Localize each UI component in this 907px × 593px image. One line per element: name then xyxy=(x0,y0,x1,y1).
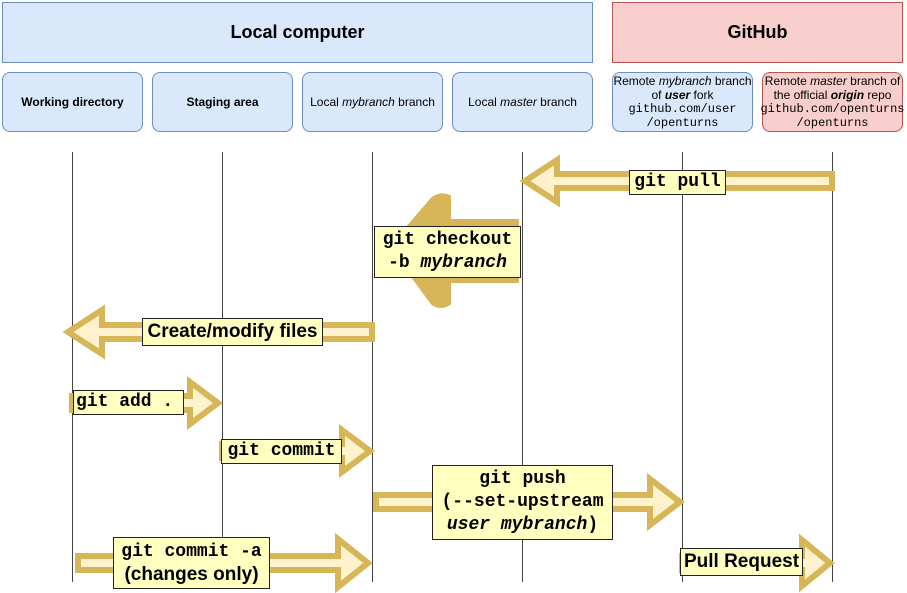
lane-local-mybranch xyxy=(372,152,373,582)
remote-fork-url2: /openturns xyxy=(646,116,719,130)
checkout-line1: git checkout xyxy=(382,230,513,250)
staging-area-label: Staging area xyxy=(186,95,259,109)
label-git-add: git add . xyxy=(73,390,184,415)
lane-staging-area xyxy=(222,152,223,582)
local-master-label: Local master branch xyxy=(468,95,577,109)
label-git-pull: git pull xyxy=(629,170,726,195)
staging-area-box: Staging area xyxy=(152,72,293,132)
push-line3: user mybranch) xyxy=(446,515,599,535)
working-directory-box: Working directory xyxy=(2,72,143,132)
lane-remote-fork xyxy=(682,152,683,582)
remote-fork-box: Remote mybranch branch of user fork gith… xyxy=(612,72,753,132)
label-git-commit-a: git commit -a (changes only) xyxy=(113,537,270,589)
remote-origin-line2: the official origin repo xyxy=(773,88,892,102)
remote-origin-line1: Remote master branch of xyxy=(764,74,901,88)
local-mybranch-label: Local mybranch branch xyxy=(310,95,435,109)
commit-a-line1: git commit -a xyxy=(121,541,262,562)
working-directory-label: Working directory xyxy=(21,95,124,109)
lane-working-directory xyxy=(72,152,73,582)
remote-origin-box: Remote master branch of the official ori… xyxy=(760,72,905,132)
push-line1: git push xyxy=(479,469,566,489)
local-master-box: Local master branch xyxy=(452,72,593,132)
label-create-modify-files: Create/modify files xyxy=(142,318,323,346)
lane-remote-origin xyxy=(832,152,833,582)
remote-fork-url1: github.com/user xyxy=(628,102,737,116)
github-title: GitHub xyxy=(727,22,788,42)
label-git-commit: git commit xyxy=(221,439,342,464)
label-git-checkout: git checkout -b mybranch xyxy=(374,226,521,278)
github-header: GitHub xyxy=(612,2,903,63)
label-pull-request: Pull Request xyxy=(680,548,803,576)
checkout-line2: -b mybranch xyxy=(388,253,507,273)
lane-local-master xyxy=(522,152,523,582)
local-computer-title: Local computer xyxy=(230,22,365,42)
push-line2: (--set-upstream xyxy=(441,492,604,512)
remote-fork-line1: Remote mybranch branch xyxy=(613,74,752,88)
local-computer-header: Local computer xyxy=(2,2,593,63)
remote-fork-line2: of user fork xyxy=(651,88,714,102)
label-git-push: git push (--set-upstream user mybranch) xyxy=(432,465,613,540)
remote-origin-url1: github.com/openturns xyxy=(760,102,905,116)
remote-origin-url2: /openturns xyxy=(796,116,869,130)
local-mybranch-box: Local mybranch branch xyxy=(302,72,443,132)
commit-a-line2: (changes only) xyxy=(124,563,259,585)
